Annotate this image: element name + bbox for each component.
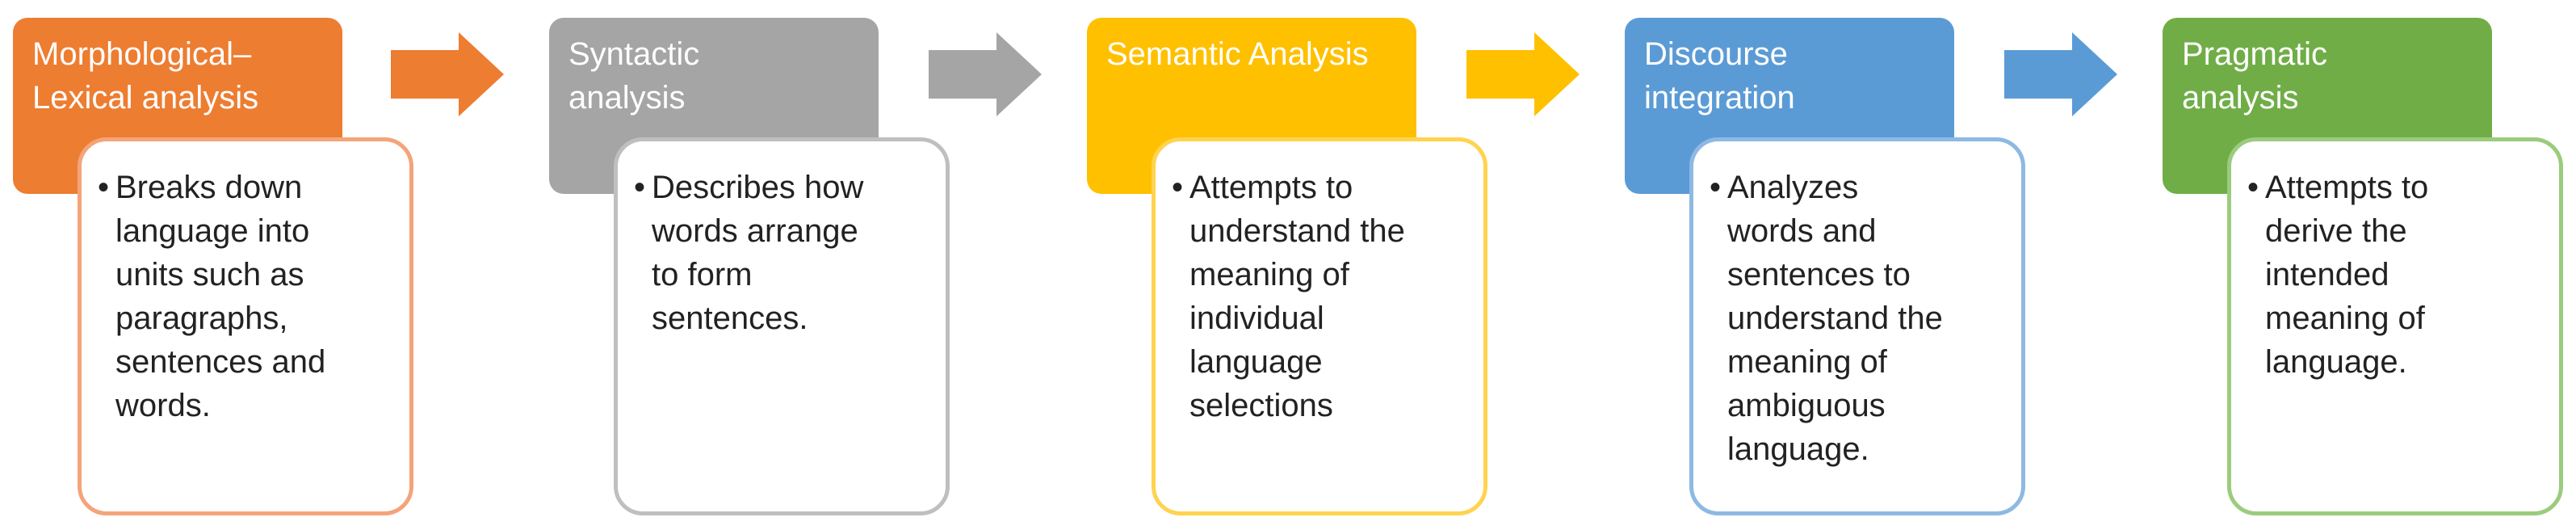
bullet-text: Breaks down language into units such as … [115,166,325,427]
bullet-text-line: to form [652,257,753,292]
stage-title-line: analysis [2182,80,2299,116]
bullet-text-line: meaning of [1189,257,1349,292]
bullet-text-line: language. [2265,344,2407,380]
bullet-text-line: language into [115,213,310,249]
bullet-text-line: selections [1189,388,1333,423]
bullet-text-line: individual [1189,301,1324,336]
bullet-text-line: meaning of [2265,301,2425,336]
stage-discourse: Discourse integration • Analyzes words a… [1625,18,2025,517]
bullet-text-line: words. [115,388,211,423]
stage-title-line: analysis [568,80,686,116]
bullet-text-line: Attempts to [2265,170,2429,205]
bullet-icon: • [1172,170,1184,205]
bullet-icon: • [634,170,646,205]
stage-header: Semantic Analysis [1087,18,1416,194]
flow-arrow-icon [391,32,504,116]
stage-pragmatic: Pragmatic analysis • Attempts to derive … [2163,18,2563,517]
bullet-text-line: language. [1727,431,1869,467]
bullet-text: Describes how words arrange to form sent… [652,166,863,340]
flow-arrow-icon [1466,32,1580,116]
bullet-text-line: understand the [1189,213,1405,249]
stage-title-line: Semantic Analysis [1106,36,1369,72]
bullet-text-line: intended [2265,257,2389,292]
bullet-item: • Analyzes words and sentences to unders… [1710,166,2005,471]
bullet-text: Analyzes words and sentences to understa… [1727,166,1943,471]
bullet-text-line: words arrange [652,213,858,249]
bullet-icon: • [98,170,110,205]
bullet-text-line: paragraphs, [115,301,288,336]
bullet-icon: • [2247,170,2259,205]
bullet-text-line: derive the [2265,213,2407,249]
flow-arrow-shape [391,32,504,116]
flow-arrow-icon [2004,32,2117,116]
bullet-text-line: Attempts to [1189,170,1353,205]
bullet-text-line: words and [1727,213,1877,249]
bullet-text-line: understand the [1727,301,1943,336]
bullet-text-line: units such as [115,257,304,292]
bullet-text-line: sentences and [115,344,326,380]
stage-title-line: integration [1644,80,1795,116]
stage-title-line: Lexical analysis [32,80,259,116]
bullet-text-line: sentences. [652,301,808,336]
stage-semantic: Semantic Analysis • Attempts to understa… [1087,18,1487,517]
bullet-text: Attempts to derive the intended meaning … [2265,166,2428,384]
bullet-text-line: meaning of [1727,344,1887,380]
bullet-text: Attempts to understand the meaning of in… [1189,166,1405,427]
bullet-item: • Describes how words arrange to form se… [634,166,929,340]
flow-arrow-shape [929,32,1042,116]
stage-title-line: Pragmatic [2182,36,2328,72]
stage-description-card: • Attempts to understand the meaning of … [1152,137,1487,515]
bullet-item: • Attempts to understand the meaning of … [1172,166,1467,427]
stage-title-line: Discourse [1644,36,1788,72]
stage-description-card: • Breaks down language into units such a… [78,137,413,515]
stage-description-card: • Attempts to derive the intended meanin… [2227,137,2563,515]
bullet-item: • Attempts to derive the intended meanin… [2247,166,2543,384]
bullet-text-line: Describes how [652,170,864,205]
stage-title-line: Syntactic [568,36,700,72]
stage-description-card: • Describes how words arrange to form se… [614,137,950,515]
stage-morphological-lexical: Morphological– Lexical analysis • Breaks… [13,18,413,517]
bullet-item: • Breaks down language into units such a… [98,166,393,427]
bullet-icon: • [1710,170,1722,205]
flow-arrow-shape [2004,32,2117,116]
bullet-text-line: ambiguous [1727,388,1886,423]
flow-arrow-shape [1466,32,1580,116]
stage-description-card: • Analyzes words and sentences to unders… [1689,137,2025,515]
bullet-text-line: Analyzes [1727,170,1859,205]
flow-arrow-icon [929,32,1042,116]
bullet-text-line: language [1189,344,1323,380]
bullet-text-line: Breaks down [115,170,303,205]
stage-syntactic: Syntactic analysis • Describes how words… [549,18,950,517]
stage-title-line: Morphological– [32,36,252,72]
bullet-text-line: sentences to [1727,257,1911,292]
